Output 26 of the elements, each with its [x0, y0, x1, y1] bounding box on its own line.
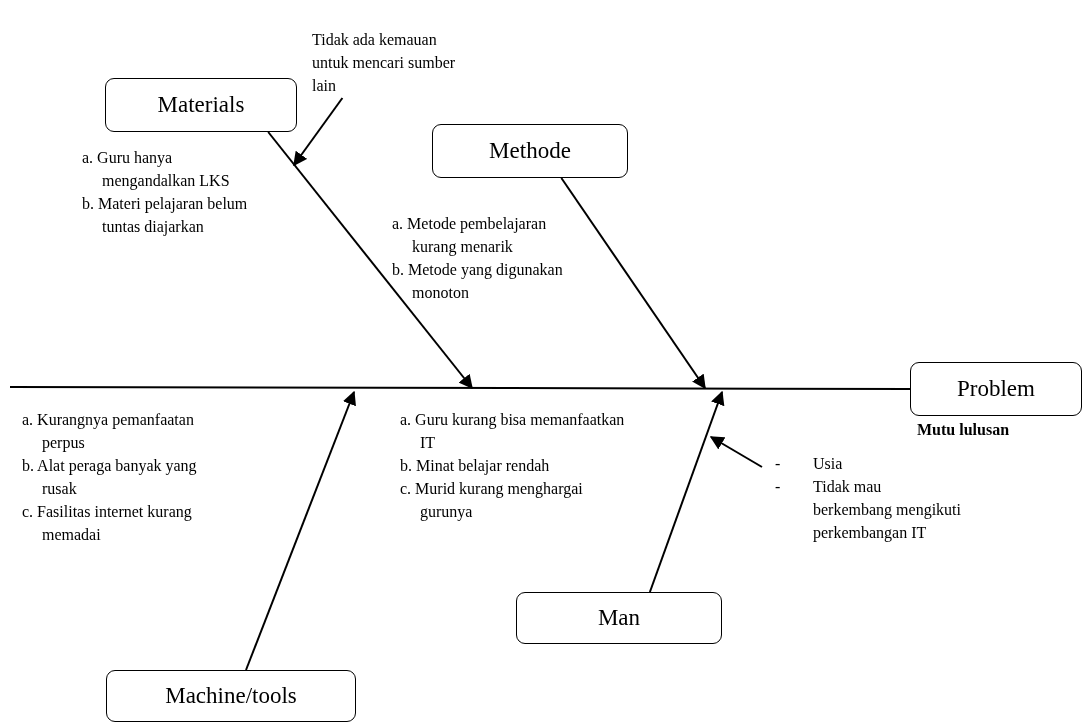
box-label: Machine/tools — [165, 683, 297, 709]
box-label: Methode — [489, 138, 571, 164]
cause-item: c. Fasilitas internet kurang memadai — [22, 502, 193, 545]
cause-box — [106, 670, 356, 722]
arrow — [560, 177, 706, 390]
box-label: Materials — [157, 92, 245, 118]
problem-caption: Mutu lulusan — [917, 421, 1010, 439]
arrow — [245, 390, 356, 671]
cause-box — [105, 78, 297, 132]
cause-item: b. Minat belajar rendah — [400, 456, 551, 477]
arrow — [293, 97, 344, 167]
cause-item: b. Metode yang digunakan monoton — [392, 260, 564, 303]
cause-box — [516, 592, 722, 644]
box-label: Man — [597, 605, 641, 631]
box-label: Problem — [957, 376, 1035, 402]
note-text: Tidak ada kemauan untuk mencari sumber lain — [312, 30, 457, 96]
cause-box — [432, 124, 628, 178]
cause-item: c. Murid kurang menghargai gurunya — [400, 479, 584, 523]
arrow — [648, 390, 725, 593]
problem-box — [910, 362, 1082, 416]
cause-item: b. Materi pelajaran belum tuntas diajarkan — [82, 194, 249, 238]
spine-line — [9, 386, 911, 390]
note-text: - Usia — [775, 454, 844, 474]
arrow — [709, 436, 763, 468]
note-text: - Tidak mau berkembang mengikuti perkembangan IT — [775, 477, 962, 544]
arrow — [267, 131, 473, 390]
